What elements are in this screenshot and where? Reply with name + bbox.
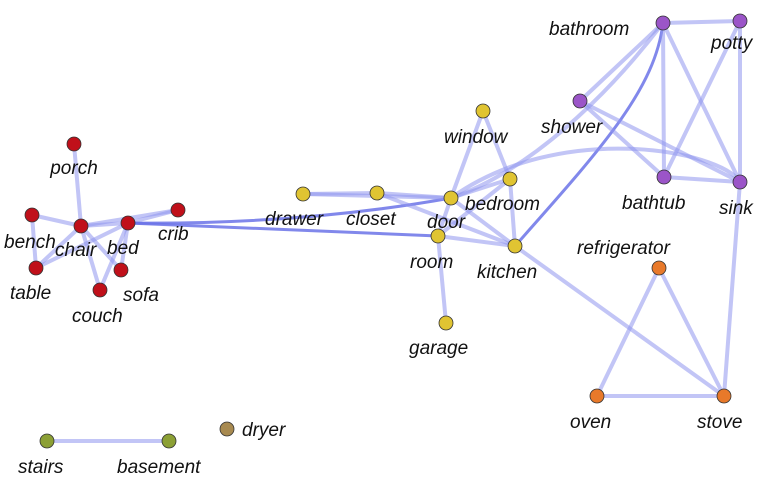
label-crib: crib [158,224,189,245]
edge-table-bed [34,221,130,270]
label-chair: chair [55,240,97,261]
edge-bed-sofa [119,221,130,272]
node-stove [716,388,732,404]
edge-door-sink [449,146,742,200]
label-refrigerator: refrigerator [577,238,671,259]
label-bedroom: bedroom [465,194,540,215]
edge-bed-couch [98,221,130,292]
label-bench: bench [4,232,56,253]
edge-closet-kitchen [375,191,517,248]
label-stove: stove [697,412,742,433]
edge-door-bathroom [449,21,665,200]
node-crib [170,202,186,218]
node-refrigerator [651,260,667,276]
label-shower: shower [541,117,603,138]
edge-room-kitchen [436,234,517,248]
node-bench [24,207,40,223]
node-bedroom [502,171,518,187]
edge-chair-table [34,224,83,270]
node-porch [66,136,82,152]
label-sofa: sofa [123,285,159,306]
label-bed: bed [107,238,140,259]
node-dryer [219,421,235,437]
edge-bedroom-room [436,177,512,238]
label-porch: porch [49,158,98,179]
label-table: table [10,283,51,304]
label-bathtub: bathtub [622,193,685,214]
edge-porch-chair [72,142,83,228]
edge-kitchen-stove [513,244,726,398]
node-bathroom [655,15,671,31]
edge-shower-sink [578,99,742,184]
node-potty [732,13,748,29]
edge-chair-couch [79,224,102,292]
edge-sink-stove [722,180,742,398]
label-kitchen: kitchen [477,262,537,283]
node-basement [161,433,177,449]
node-garage [438,315,454,331]
label-room: room [410,252,453,273]
node-window [475,103,491,119]
label-window: window [444,127,509,148]
label-dryer: dryer [242,420,286,441]
label-closet: closet [346,209,396,230]
edge-door-window [449,109,485,200]
label-door: door [427,212,466,233]
label-bathroom: bathroom [549,19,629,40]
edge-kitchen-bathroom [513,21,665,248]
edge-room-garage [436,234,448,325]
label-garage: garage [409,338,468,359]
node-room [430,228,446,244]
label-potty: potty [710,33,754,54]
node-closet [369,185,385,201]
edge-bathroom-bathtub [661,21,666,179]
node-sink [732,174,748,190]
node-stairs [39,433,55,449]
label-basement: basement [117,457,201,478]
node-bathtub [656,169,672,185]
label-drawer: drawer [265,209,324,230]
edges-layer [30,19,742,443]
label-stairs: stairs [18,457,64,478]
label-sink: sink [719,198,754,219]
edge-bathtub-sink [662,175,742,184]
label-couch: couch [72,306,123,327]
node-sofa [113,262,129,278]
node-table [28,260,44,276]
node-shower [572,93,588,109]
edge-bench-table [30,213,38,270]
node-door [443,190,459,206]
edge-refrigerator-oven [595,266,661,398]
node-couch [92,282,108,298]
edge-bedroom-kitchen [508,177,517,248]
node-bed [120,215,136,231]
nodes-layer [24,13,748,449]
edge-refrigerator-stove [657,266,726,398]
edge-bed-room [126,221,440,238]
node-chair [73,218,89,234]
label-oven: oven [570,412,611,433]
node-oven [589,388,605,404]
edge-shower-bathtub [578,99,666,179]
edge-bathroom-potty [661,19,742,25]
edge-bathroom-shower [578,21,665,103]
node-kitchen [507,238,523,254]
edge-bench-chair [30,213,83,228]
edge-chair-sofa [79,224,123,272]
node-drawer [295,186,311,202]
edge-door-kitchen [449,196,517,248]
